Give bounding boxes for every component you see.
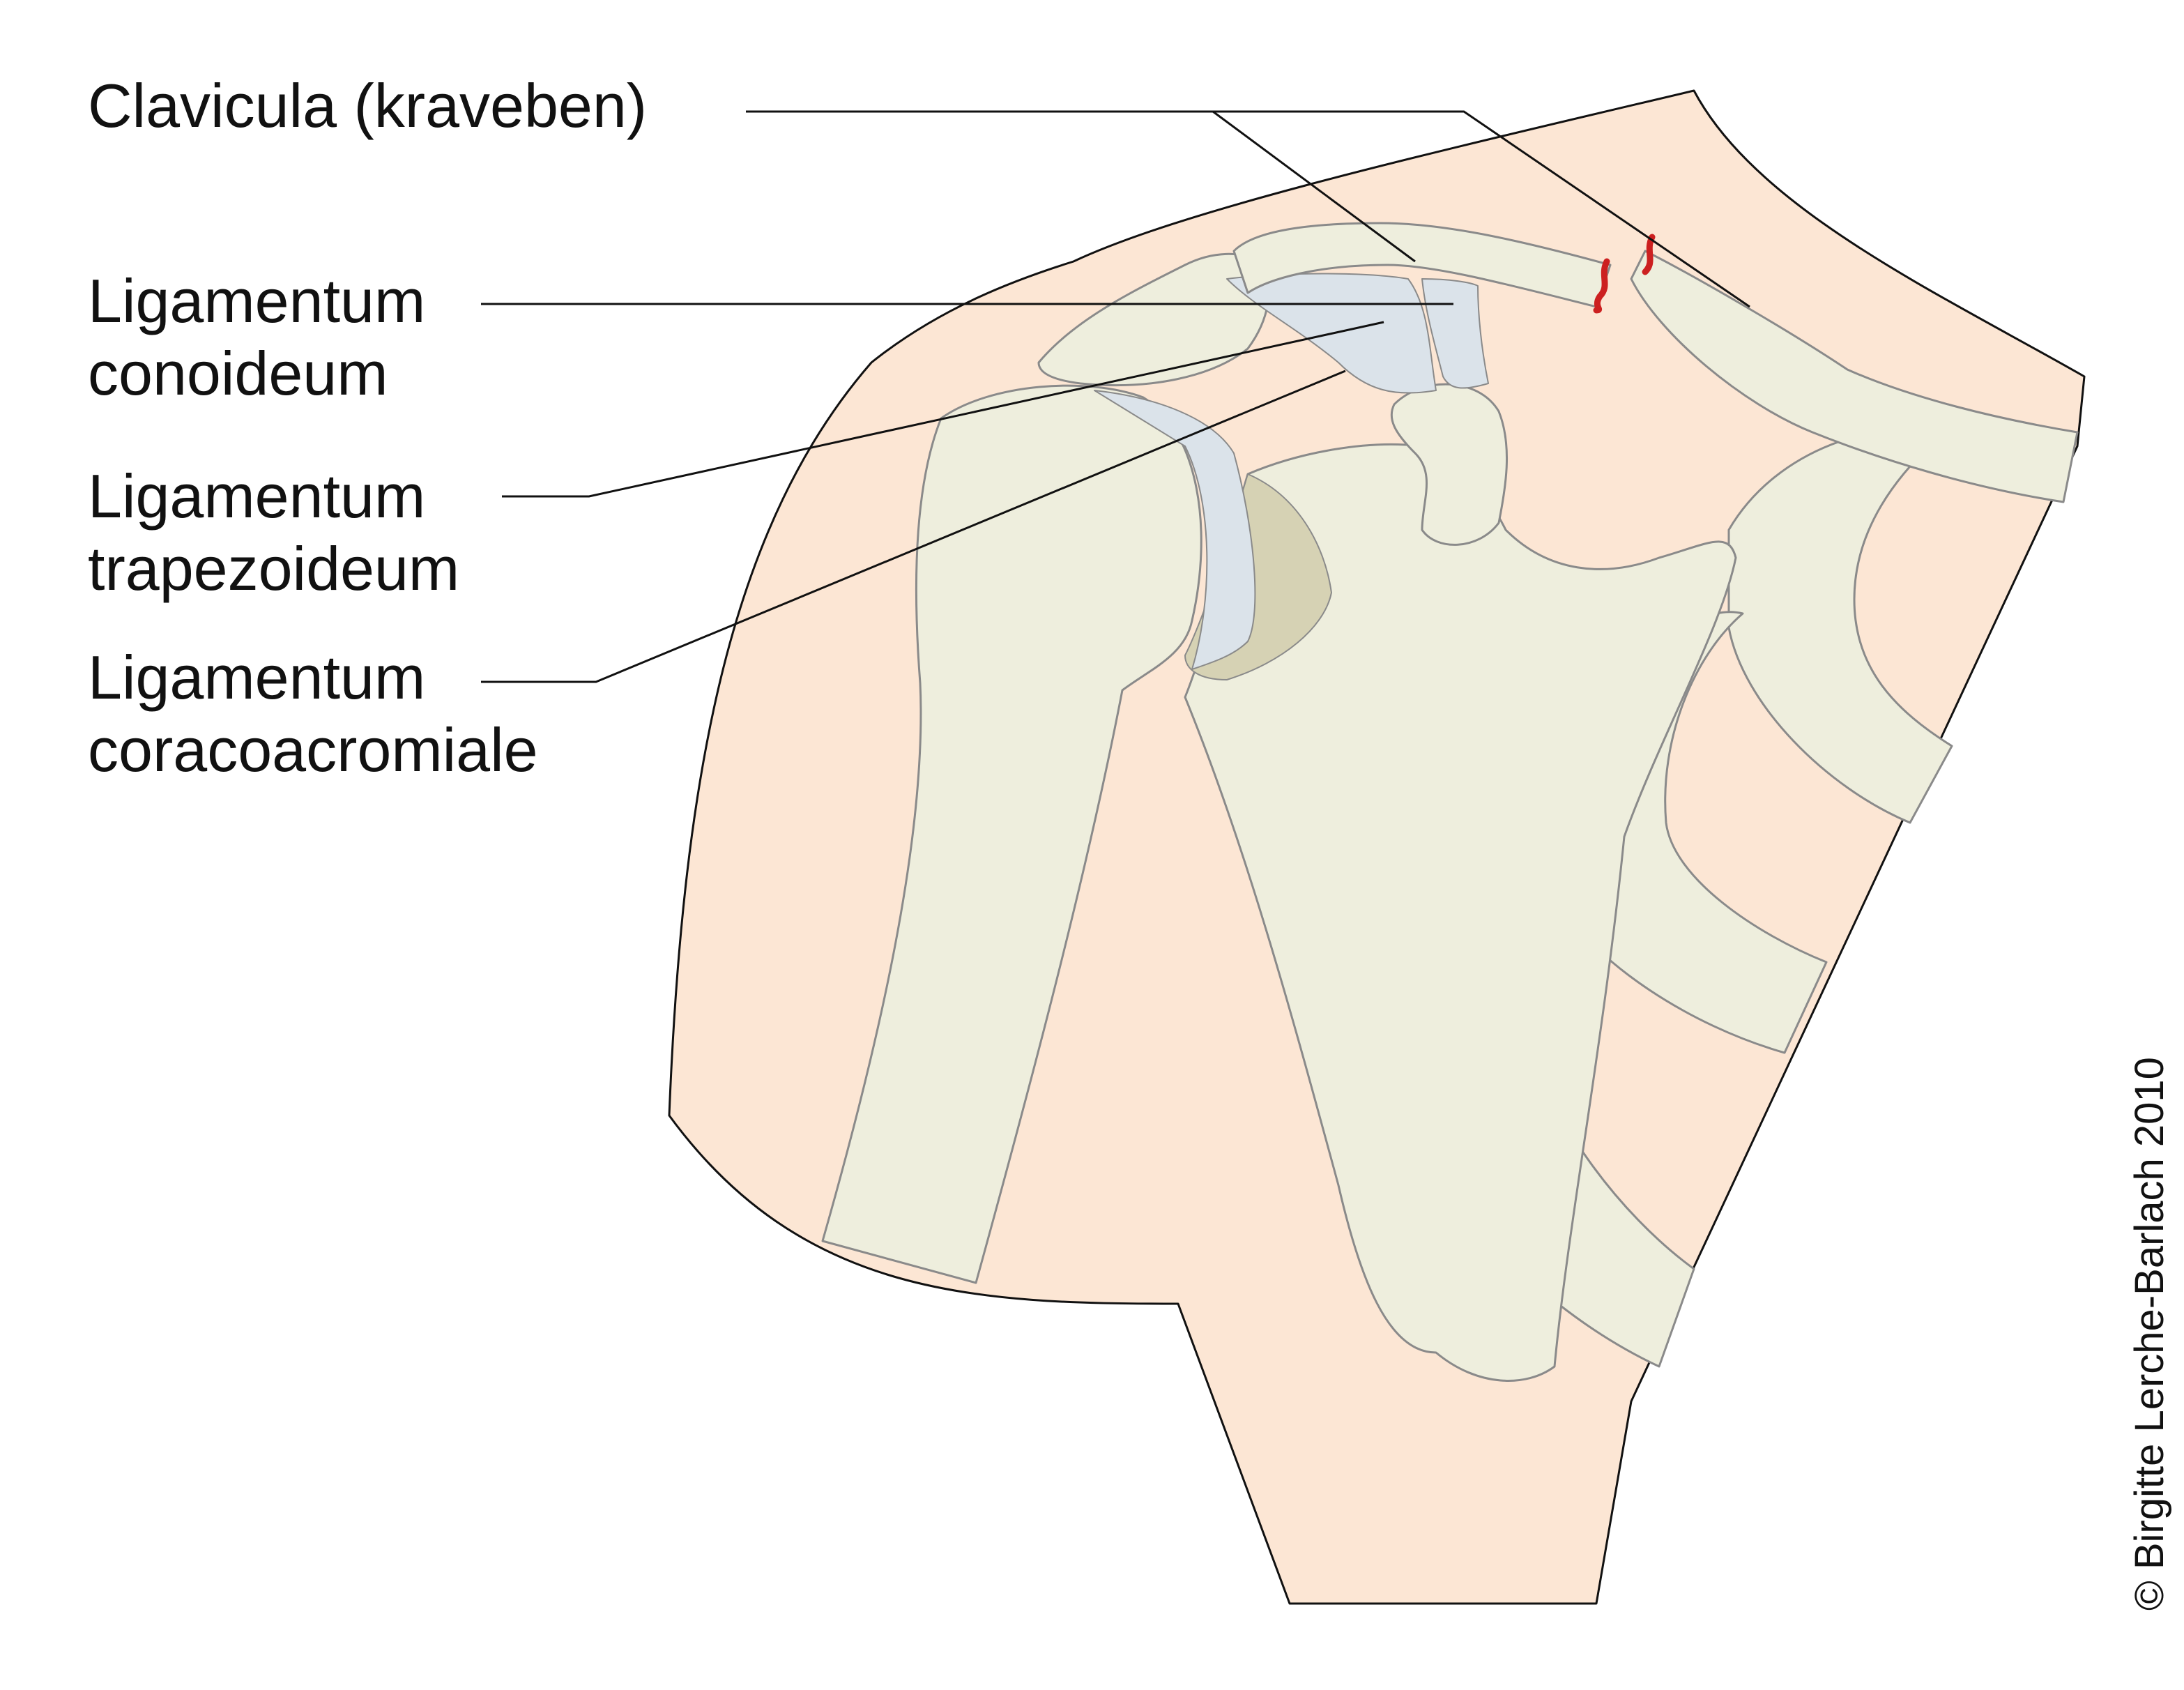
coracoacromial-ligament (1094, 390, 1256, 670)
leader-coracoacromiale (481, 370, 1346, 683)
leader-lines (481, 110, 1750, 683)
conoid-ligament (1421, 278, 1489, 389)
leader-trapezoideum (502, 321, 1384, 498)
fracture-end-lateral (1593, 258, 1610, 314)
fracture-end-medial (1642, 234, 1656, 275)
leader-clavicula-branch (1212, 110, 1416, 263)
label-trapezoideum: Ligamentum trapezoideum (88, 462, 460, 603)
clavicle-medial (1630, 250, 2079, 503)
label-coracoacromiale: Ligamentum coracoacromiale (88, 643, 538, 784)
label-clavicula: Clavicula (kraveben) (88, 71, 648, 140)
leader-clavicula (746, 110, 1750, 308)
label-conoideum: Ligamentum conoideum (88, 266, 426, 408)
copyright-text: © Birgitte Lerche-Barlach 2010 (2127, 1057, 2172, 1611)
scapula (1184, 443, 1737, 1382)
coracoid-process (1390, 383, 1508, 546)
